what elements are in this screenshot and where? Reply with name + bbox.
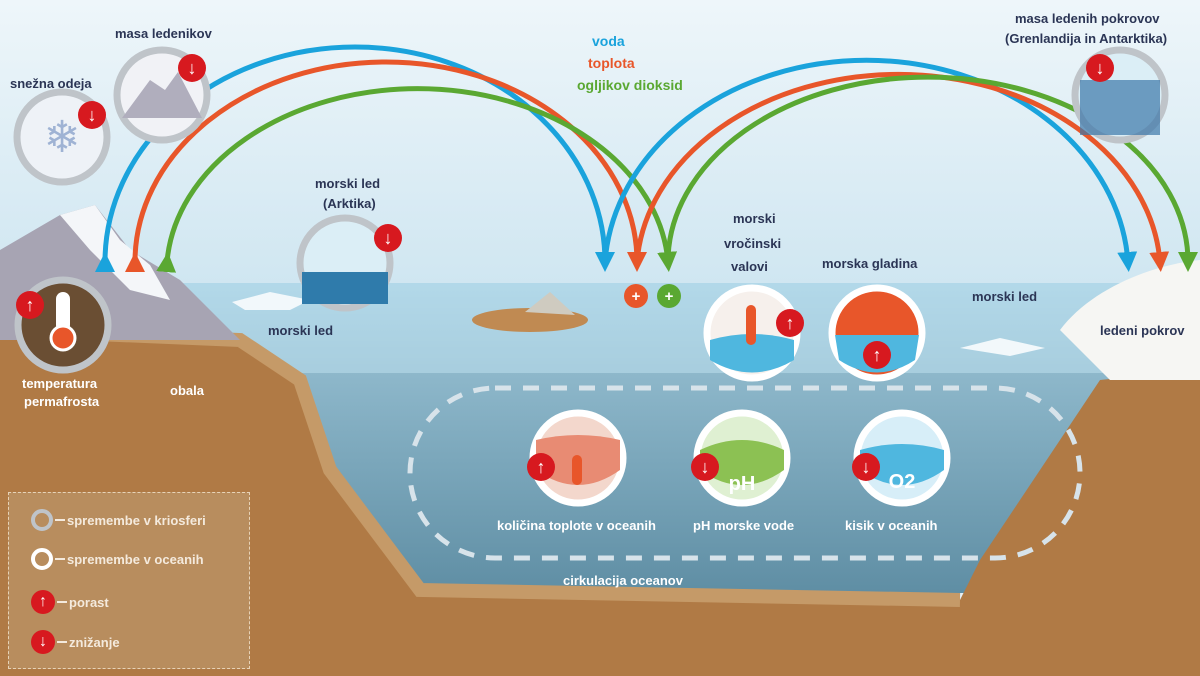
label-snow-cover: snežna odeja <box>10 76 92 91</box>
legend-water: voda <box>592 33 625 49</box>
label-heatwaves-2: vročinski <box>724 236 782 251</box>
svg-text:↑: ↑ <box>537 457 546 477</box>
svg-text:↓: ↓ <box>188 58 197 78</box>
label-ice-sheet-mass-2: (Grenlandija in Antarktika) <box>1005 31 1168 46</box>
svg-text:↓: ↓ <box>88 105 97 125</box>
co2-arc-right <box>665 74 1198 272</box>
label-sea-ice-right: morski led <box>972 289 1038 304</box>
svg-text:❄: ❄ <box>44 113 81 162</box>
heat-plus-icon <box>624 284 648 308</box>
label-sea-ice-arctic-2: (Arktika) <box>323 196 376 211</box>
label-glacier-mass: masa ledenikov <box>115 26 212 41</box>
label-ocean-heat: količina toplote v oceanih <box>497 518 656 533</box>
label-coast: obala <box>170 383 204 398</box>
svg-text:↓: ↓ <box>701 457 710 477</box>
oxygen-circle <box>853 409 951 507</box>
change-badges <box>16 54 1114 481</box>
svg-text:↑: ↑ <box>873 345 882 365</box>
legend-heat: toplota <box>588 55 635 71</box>
legend: spremembe v kriosferi spremembe v oceani… <box>8 492 250 669</box>
legend-item-cryosphere: spremembe v kriosferi <box>31 509 206 531</box>
label-circulation: cirkulacija oceanov <box>563 573 683 588</box>
svg-text:+: + <box>632 288 641 305</box>
svg-text:↓: ↓ <box>1096 58 1105 78</box>
label-oxygen: kisik v oceanih <box>845 518 938 533</box>
label-heatwaves-1: morski <box>733 211 776 226</box>
circulation-loop <box>407 385 1083 561</box>
svg-text:↑: ↑ <box>26 295 35 315</box>
ocean-ring-icon <box>31 548 53 570</box>
label-heatwaves-3: valovi <box>731 259 768 274</box>
label-permafrost-2: permafrosta <box>24 394 100 409</box>
cryosphere-ring-icon <box>31 509 53 531</box>
heat-arc-left <box>124 59 647 273</box>
heat-arc-right <box>634 71 1170 272</box>
water-arc-right <box>602 57 1138 272</box>
water-arc-left <box>94 44 615 273</box>
co2-plus-icon <box>657 284 681 308</box>
label-permafrost-1: temperatura <box>22 376 98 391</box>
ph-glyph: pH <box>729 473 756 495</box>
label-ph: pH morske vode <box>693 518 795 533</box>
svg-text:↓: ↓ <box>862 457 871 477</box>
legend-item-increase: ↑ porast <box>31 590 109 614</box>
o2-glyph: O2 <box>889 471 916 493</box>
label-ice-cover: ledeni pokrov <box>1100 323 1185 338</box>
label-sea-ice-left: morski led <box>268 323 334 338</box>
label-ice-sheet-mass-1: masa ledenih pokrovov <box>1015 11 1160 26</box>
legend-item-ocean: spremembe v oceanih <box>31 548 204 570</box>
sea-level-circle <box>828 284 926 382</box>
legend-item-decrease: ↓ znižanje <box>31 630 120 654</box>
ocean-heat-circle <box>529 409 627 507</box>
arrow-up-icon: ↑ <box>31 590 55 614</box>
svg-text:+: + <box>665 288 674 305</box>
svg-text:↑: ↑ <box>786 313 795 333</box>
ice-sheet <box>1060 260 1200 380</box>
label-sea-ice-arctic-1: morski led <box>315 176 381 191</box>
seabed <box>0 330 1200 676</box>
label-sea-level: morska gladina <box>822 256 918 271</box>
svg-text:↓: ↓ <box>384 228 393 248</box>
arrow-down-icon: ↓ <box>31 630 55 654</box>
legend-co2: ogljikov dioksid <box>577 77 683 93</box>
sea-ice-arctic-circle <box>296 214 394 312</box>
